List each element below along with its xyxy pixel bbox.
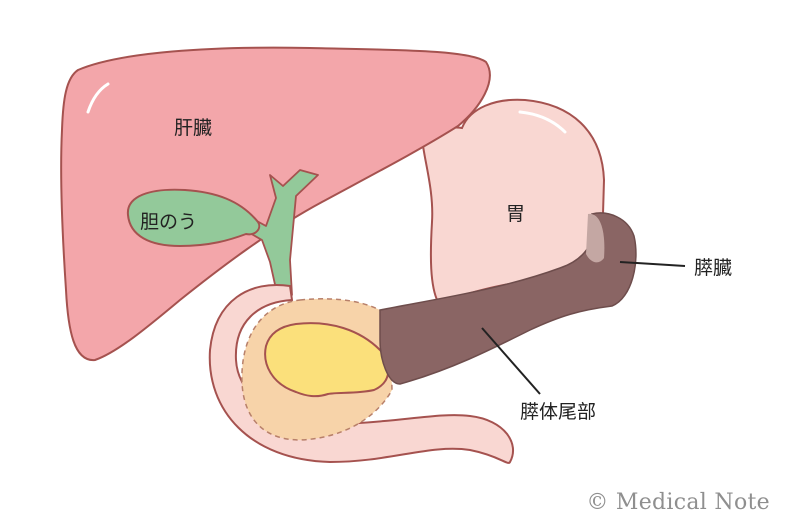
liver-label: 肝臓 xyxy=(174,117,212,139)
stomach-highlight xyxy=(518,110,567,134)
gallbladder xyxy=(126,188,261,248)
liver-highlight xyxy=(86,82,110,114)
stomach-label: 胃 xyxy=(506,203,525,225)
pancreas-body-tail-leader-line xyxy=(481,327,541,395)
pancreas-head-inner xyxy=(264,322,390,398)
copyright-credit: © Medical Note xyxy=(586,490,770,515)
pancreas-leader-line xyxy=(619,261,686,267)
pancreas-label: 膵臓 xyxy=(694,257,732,279)
pancreas-body-tail xyxy=(379,212,637,385)
pancreas-body-tail-label: 膵体尾部 xyxy=(520,401,596,423)
pancreas-tail-overlap xyxy=(586,213,605,263)
gallbladder-label: 胆のう xyxy=(140,211,197,233)
